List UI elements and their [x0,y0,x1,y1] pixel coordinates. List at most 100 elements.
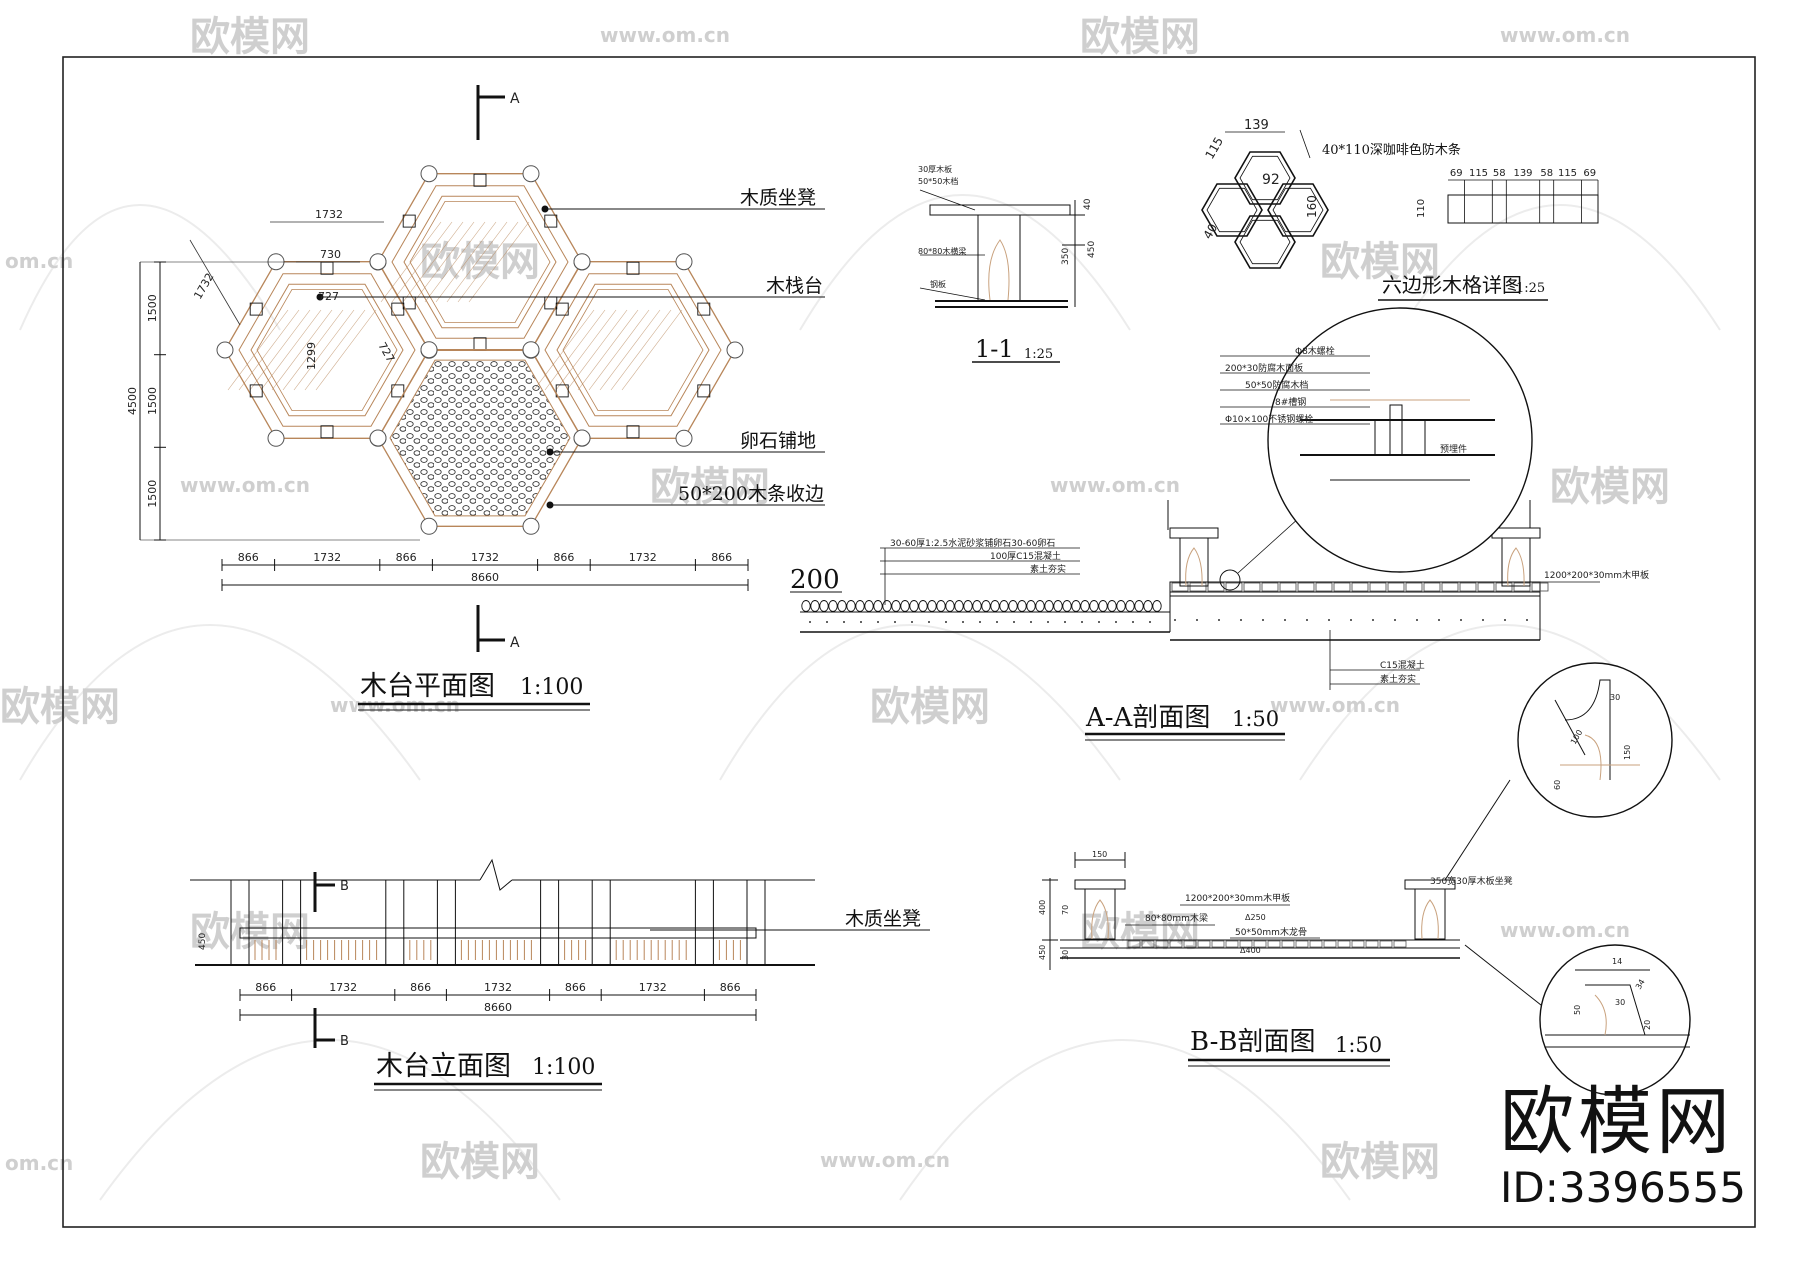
pebble [936,600,946,612]
concrete-dot [1047,621,1049,623]
concrete-dot [1306,619,1308,621]
pebble [1143,600,1153,612]
dim-bottom-label: 866 [553,551,574,564]
bb-dim-top: 150 [1092,850,1107,859]
bench-leg [249,384,263,398]
bench-leg [626,261,640,275]
deck-board [1513,582,1531,592]
elevation-dim-label: 1732 [639,981,667,994]
concrete-dot [894,621,896,623]
hex-dim: 139 [1244,118,1269,133]
pebble [1125,600,1135,612]
dim-bottom-label: 1732 [471,551,499,564]
post [420,517,438,535]
post [522,341,540,359]
section11-dim: 450 [1087,241,1097,258]
deck-board [1477,582,1495,592]
watermark-url: www.om.cn [1270,693,1400,717]
deck-board [1207,582,1225,592]
elevation-post [230,879,250,966]
elevation-post [694,879,714,966]
deck-board [1261,582,1279,592]
bb-note: 350宽30厚木板坐凳 [1430,875,1513,887]
strip-dim: 69 [1583,168,1596,179]
section11-title: 1-1 [975,335,1014,363]
post [522,517,540,535]
elevation-post [746,879,766,966]
deck-board [293,309,355,391]
hex-cell-inner [1272,187,1324,233]
deck-board [599,309,661,391]
watermark-short-url: om.cn [5,249,73,273]
concrete-dot [1438,619,1440,621]
pebble [945,600,955,612]
concrete-dot [979,621,981,623]
concrete-dot [1328,619,1330,621]
deck-board [1387,582,1405,592]
elevation-dim-label: 866 [720,981,741,994]
hex-cell-inner [1239,219,1291,265]
bb-deck-board [1309,940,1323,948]
hex-strip-height: 110 [1416,199,1427,218]
pebble [1062,600,1072,612]
strip-dim: 115 [1558,168,1577,179]
hex-cell [1234,151,1296,205]
hex-outline [530,261,736,439]
deck-board [282,309,344,391]
bb-detail-top-dim: 150 [1623,745,1632,760]
bb-detail-top [1517,662,1673,818]
section-aa-title: A-A剖面图 [1085,703,1210,733]
pebble [1134,600,1144,612]
deck-board [588,309,650,391]
deck-board [402,221,464,303]
dim-bottom-label: 866 [711,551,732,564]
hex-detail-cells [1201,151,1329,269]
post [369,429,387,447]
hex-cell [1267,183,1329,237]
hex-detail-title: 六边形木格详图 [1382,273,1522,297]
deck-board [1225,582,1243,592]
watermark-logo: 欧模网 [190,909,310,955]
concrete-dot [1416,619,1418,621]
bb-deck-board [1239,940,1253,948]
deck-board [1333,582,1351,592]
bench-inner-edge [238,273,416,427]
pebble [954,600,964,612]
deck-board [1315,582,1333,592]
watermark-logo: 欧模网 [1080,14,1200,60]
pebble [918,600,928,612]
bb-detail-bottom-dim: 30 [1615,998,1625,1007]
bb-detail-bottom-dim: 20 [1643,1020,1652,1030]
concrete-dot [996,621,998,623]
bb-deck-board [1393,940,1407,948]
concrete-dot [843,621,845,623]
label-deck: 木栈台 [766,275,823,297]
concrete-dot [1504,619,1506,621]
brand-block: 欧模网 ID:3396555 [1500,1082,1760,1214]
section-aa: 200 30-60厚 [790,307,1649,741]
concrete-dot [1526,619,1528,621]
concrete-dot [1064,621,1066,623]
bb-deck-board [1183,940,1197,948]
section-mark-a-top [476,85,505,140]
aa-detail-note: 8#槽钢 [1275,396,1306,408]
aa-level-mark: 200 [790,565,840,595]
deck-board [304,309,366,391]
bb-deck-board [1225,940,1239,948]
concrete-dot [1013,621,1015,623]
deck-board [227,309,289,391]
aa-detail-label: 预埋件 [1440,443,1467,455]
hex-cell-inner [1239,155,1291,201]
concrete-dot [1196,619,1198,621]
post [726,341,744,359]
section-bb-scale: 1:50 [1335,1033,1382,1057]
bb-detail-bottom-dim: 14 [1612,957,1622,966]
inner-dim: 1299 [305,342,318,370]
bench-leg [544,214,558,228]
deck-board-ring [409,200,551,324]
dim-bottom-label: 1732 [313,551,341,564]
label-pebble: 卵石铺地 [740,430,816,452]
deck-board [1351,582,1369,592]
